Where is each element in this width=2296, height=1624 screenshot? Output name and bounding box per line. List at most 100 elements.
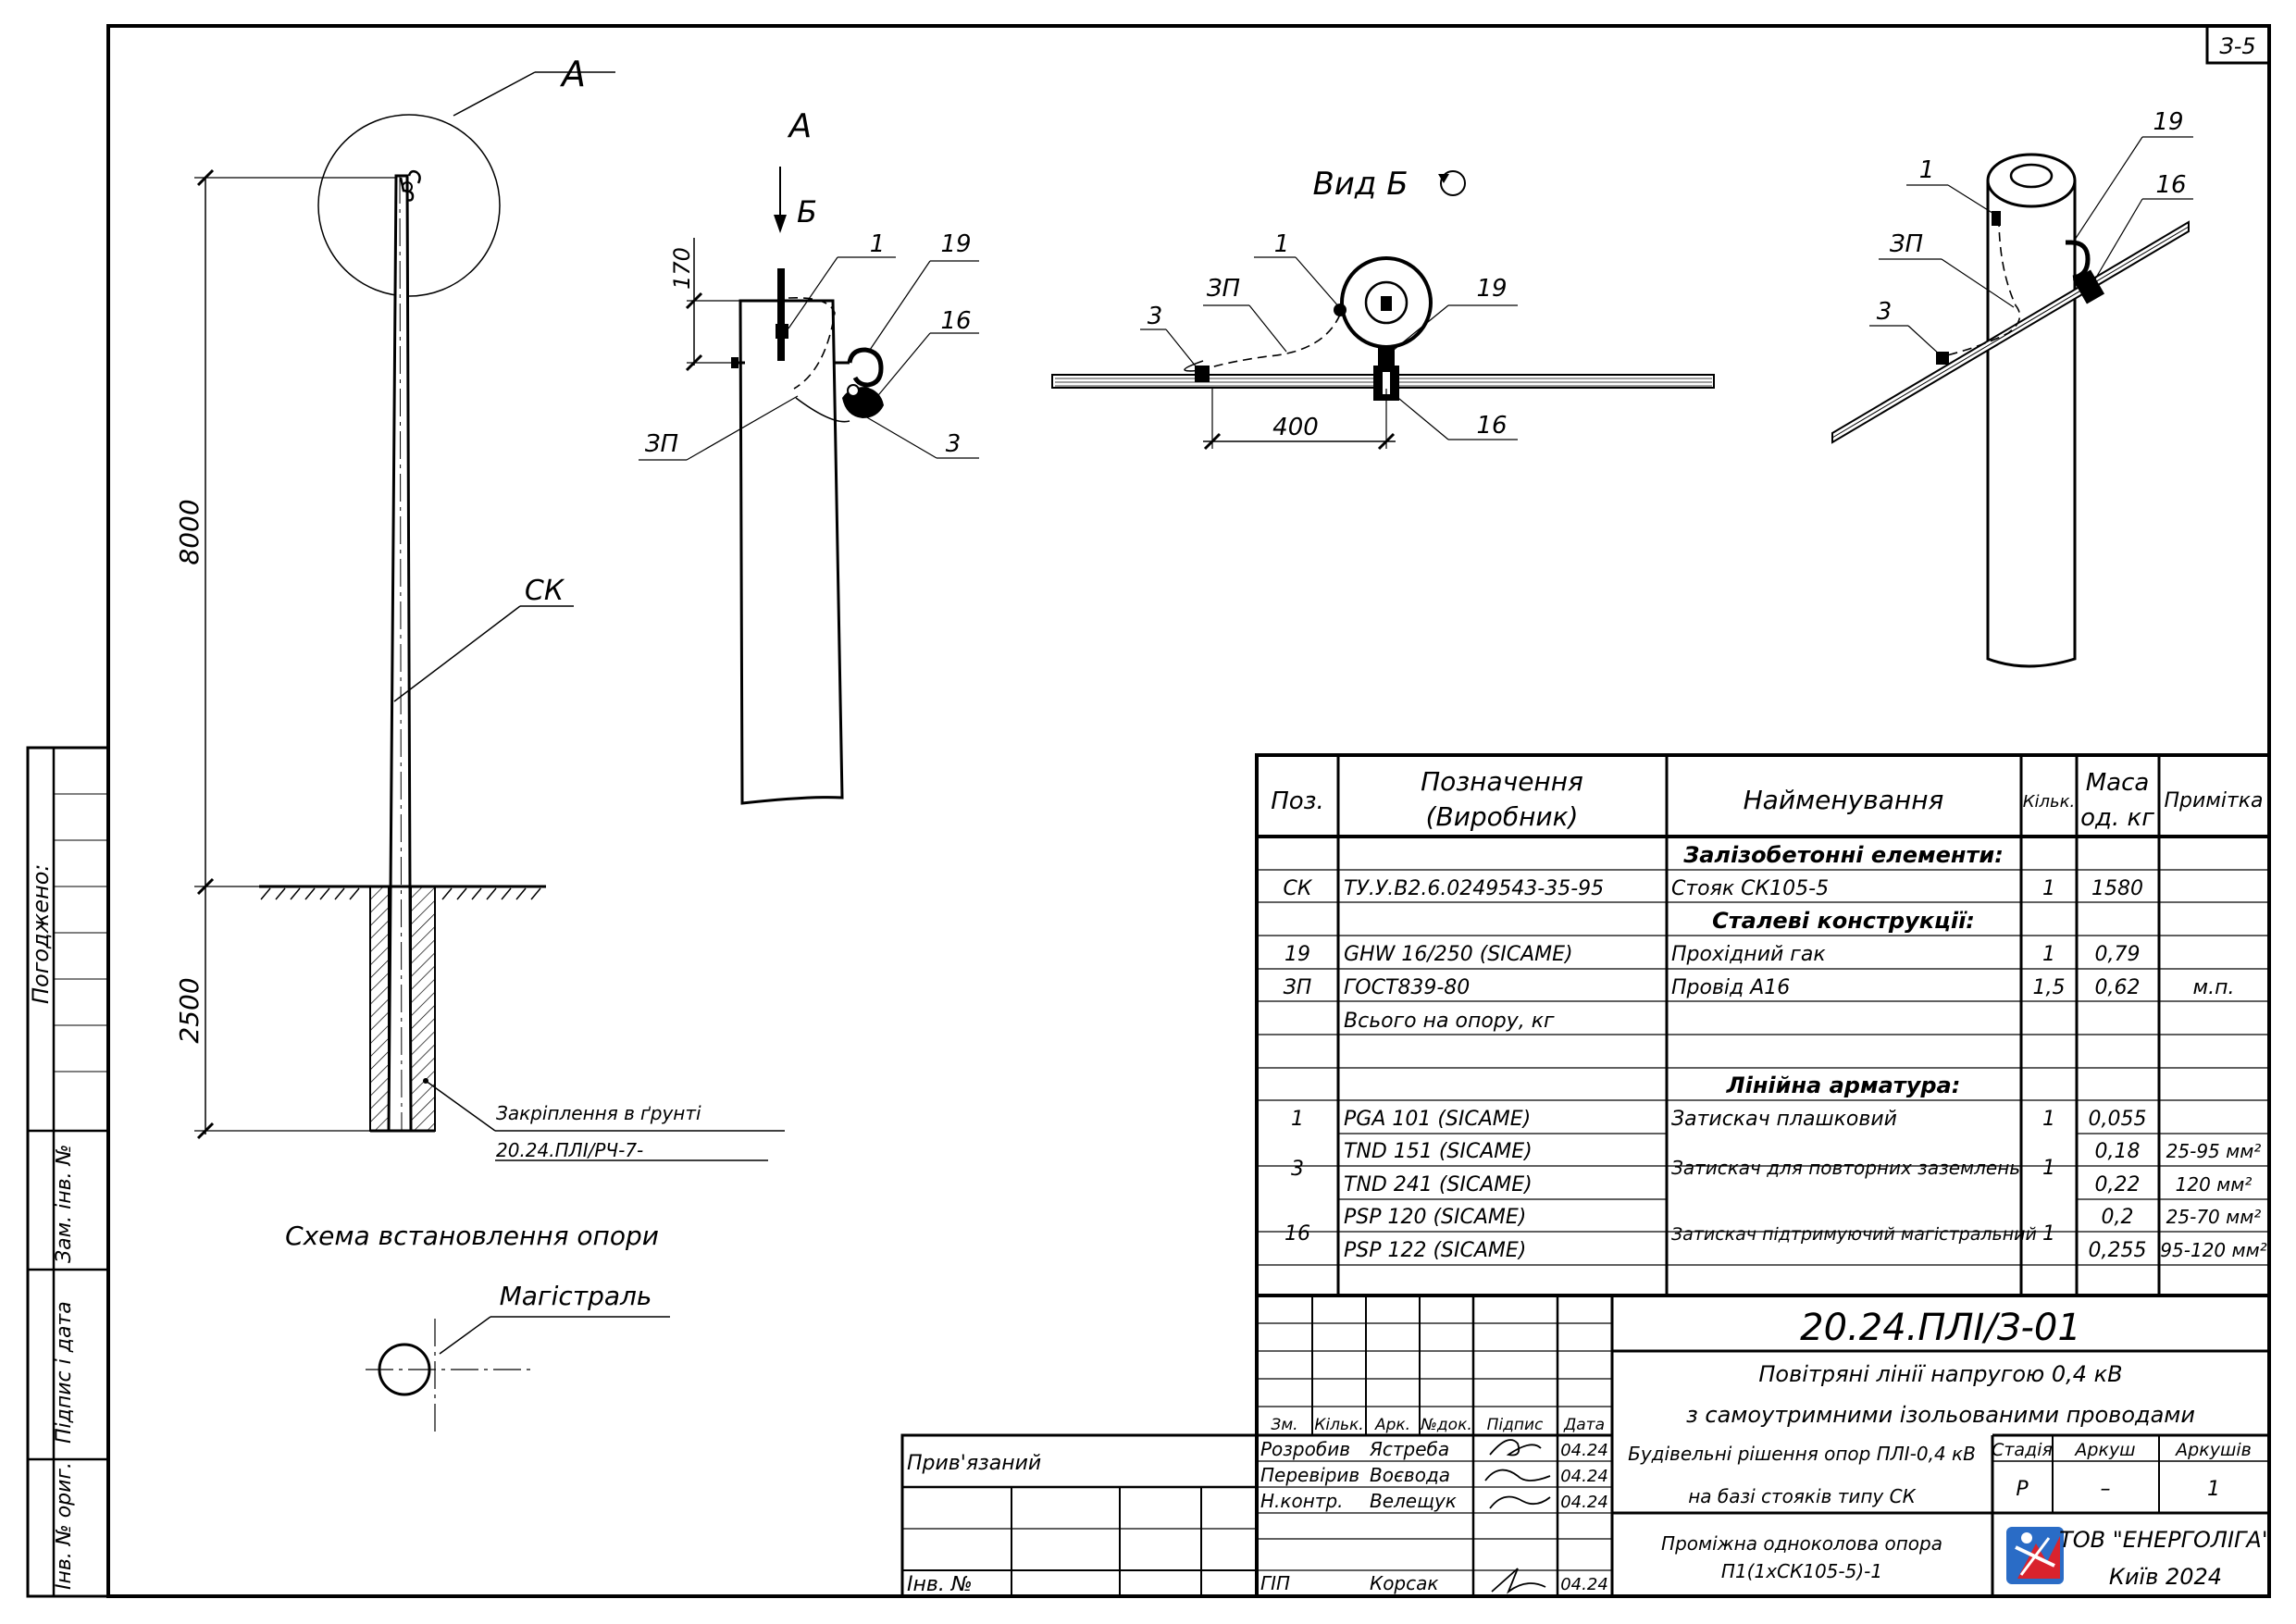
- staff-checked-name: Воєвода: [1370, 1464, 1450, 1486]
- detail-a-callout-1: 1: [870, 230, 886, 258]
- inv-label: Інв. №: [907, 1573, 973, 1596]
- view-b-callout-16: 16: [1476, 412, 1507, 440]
- signatures: [1484, 1439, 1551, 1594]
- scheme-caption: Схема встановлення опори: [285, 1221, 659, 1251]
- row-3-note-a: 25-95 мм²: [2166, 1140, 2262, 1162]
- detail-a-callout-3: 3: [946, 430, 962, 458]
- row-3-pos: 3: [1291, 1158, 1304, 1181]
- col-note: Примітка: [2164, 789, 2263, 812]
- row-sk-mass: 1580: [2091, 877, 2143, 900]
- row-3-designation-b: TND 241 (SICAME): [1344, 1173, 1533, 1196]
- row-16-mass-a: 0,2: [2102, 1206, 2134, 1229]
- bound-block: Прив'язаний Інв. №: [900, 1433, 1259, 1598]
- view-b-dim: 400: [1272, 414, 1319, 441]
- row-zp-qty: 1,5: [2033, 976, 2066, 999]
- side-replaced-inv: Зам. інв. №: [53, 1145, 76, 1264]
- row-16-pos: 16: [1285, 1222, 1310, 1246]
- row-16-designation-b: PSP 122 (SICAME): [1344, 1239, 1526, 1262]
- staff-developed-role: Розробив: [1260, 1438, 1350, 1460]
- iso-callout-zp: ЗП: [1890, 230, 1923, 258]
- row-1-name: Затискач плашковий: [1671, 1108, 1897, 1131]
- col-designation-sub: (Виробник): [1426, 801, 1579, 832]
- title-block: Зм. Кільк. Арк. №док. Підпис Дата Розроб…: [1255, 1294, 2272, 1598]
- tb-col-pidpys: Підпис: [1487, 1416, 1544, 1434]
- pole-installation-scheme: А 8000 2500: [174, 54, 785, 1434]
- row-16-note-a: 25-70 мм²: [2166, 1206, 2262, 1228]
- detail-a-circle: [317, 114, 501, 297]
- view-b-callout-3: 3: [1148, 303, 1163, 330]
- rotation-icon: [1440, 170, 1466, 196]
- company-logo: [2006, 1527, 2064, 1584]
- col-pos: Поз.: [1271, 787, 1324, 815]
- row-16-designation-a: PSP 120 (SICAME): [1344, 1206, 1526, 1229]
- pole-label-sk: СК: [525, 575, 565, 607]
- row-3-designation-a: TND 151 (SICAME): [1344, 1140, 1533, 1163]
- row-3-mass-a: 0,18: [2095, 1140, 2141, 1163]
- row-1-qty: 1: [2042, 1108, 2055, 1131]
- view-b-callout-19: 19: [1476, 275, 1507, 303]
- tb-col-kilk: Кільк.: [1314, 1416, 1363, 1434]
- col-qty: Кільк.: [2023, 792, 2076, 812]
- detail-a-callout-19: 19: [940, 230, 971, 258]
- view-b-title: Вид Б: [1312, 166, 1408, 203]
- callout-a: А: [559, 54, 586, 94]
- stage-value: Р: [2016, 1478, 2029, 1501]
- view-b: Вид Б 400 1 ЗП 3: [1051, 166, 1715, 451]
- row-total: Всього на опору, кг: [1344, 1010, 1555, 1033]
- row-zp-note: м.п.: [2193, 976, 2235, 999]
- sheet-code: З-5: [2219, 33, 2255, 59]
- row-19-name: Прохідний гак: [1671, 943, 1826, 966]
- staff-checked-date: 04.24: [1560, 1467, 1608, 1486]
- row-1-pos: 1: [1291, 1108, 1304, 1131]
- side-strip: Погоджено: Зам. інв. № Підпис і дата Інв…: [26, 746, 110, 1598]
- view-arrow-b: Б: [797, 194, 817, 229]
- row-16-name: Затискач підтримуючий магістральний: [1671, 1224, 2037, 1245]
- row-zp-mass: 0,62: [2095, 976, 2141, 999]
- row-1-designation: PGA 101 (SICAME): [1344, 1108, 1531, 1131]
- dim-2500: 2500: [174, 977, 205, 1043]
- iso-callout-1: 1: [1919, 156, 1935, 184]
- row-sk-designation: ТУ.У.В2.6.0249543-35-95: [1344, 877, 1604, 900]
- row-16-note-b: 95-120 мм²: [2160, 1239, 2266, 1261]
- stage-label: Стадія: [1992, 1440, 2053, 1460]
- object-line1: Повітряні лінії напругою 0,4 кВ: [1758, 1361, 2122, 1387]
- row-16-mass-b: 0,255: [2089, 1239, 2147, 1262]
- detail-a-callout-zp: ЗП: [645, 430, 678, 458]
- row-3-qty: 1: [2042, 1157, 2055, 1180]
- company-name: ТОВ "ЕНЕРГОЛІГА": [2059, 1527, 2272, 1553]
- staff-gip-role: ГІП: [1260, 1572, 1290, 1594]
- row-zp-pos: ЗП: [1284, 976, 1312, 999]
- section-steel: Сталеві конструкції:: [1712, 908, 1975, 934]
- row-16-qty: 1: [2042, 1222, 2055, 1246]
- city-year: Київ 2024: [2109, 1564, 2222, 1590]
- staff-norm-date: 04.24: [1560, 1493, 1608, 1512]
- iso-callout-19: 19: [2153, 108, 2183, 136]
- staff-developed-name: Ястреба: [1369, 1438, 1449, 1460]
- section-concrete: Залізобетонні елементи:: [1682, 842, 2004, 868]
- row-sk-qty: 1: [2042, 877, 2055, 900]
- row-zp-name: Провід А16: [1671, 976, 1790, 999]
- detail-a-dim: 170: [669, 247, 695, 290]
- row-19-qty: 1: [2042, 943, 2055, 966]
- row-19-mass: 0,79: [2095, 943, 2141, 966]
- staff-gip-name: Корсак: [1370, 1572, 1438, 1594]
- soil-fixing-title: Закріплення в ґрунті: [496, 1102, 701, 1124]
- iso-callout-3: 3: [1877, 298, 1893, 326]
- doc-code: 20.24.ПЛІ/З-01: [1800, 1307, 2081, 1349]
- side-agreed-label: Погоджено:: [28, 864, 54, 1004]
- iso-view: 1 19 16 ЗП 3: [1831, 108, 2193, 668]
- side-orig-inv: Інв. № ориг.: [53, 1462, 76, 1590]
- detail-pole: [738, 299, 844, 805]
- row-sk-pos: СК: [1284, 877, 1313, 900]
- section-line1: Будівельні рішення опор ПЛІ-0,4 кВ: [1628, 1443, 1976, 1465]
- row-3-note-b: 120 мм²: [2176, 1173, 2253, 1196]
- staff-gip-date: 04.24: [1560, 1575, 1608, 1594]
- section-fittings: Лінійна арматура:: [1726, 1072, 1961, 1098]
- sheets-value: 1: [2207, 1478, 2220, 1501]
- bound-label: Прив'язаний: [907, 1452, 1041, 1475]
- side-sign-date: Підпис і дата: [53, 1301, 76, 1444]
- row-1-mass: 0,055: [2089, 1108, 2147, 1131]
- staff-norm-name: Велещук: [1370, 1490, 1457, 1512]
- col-mass: Маса: [2086, 769, 2150, 797]
